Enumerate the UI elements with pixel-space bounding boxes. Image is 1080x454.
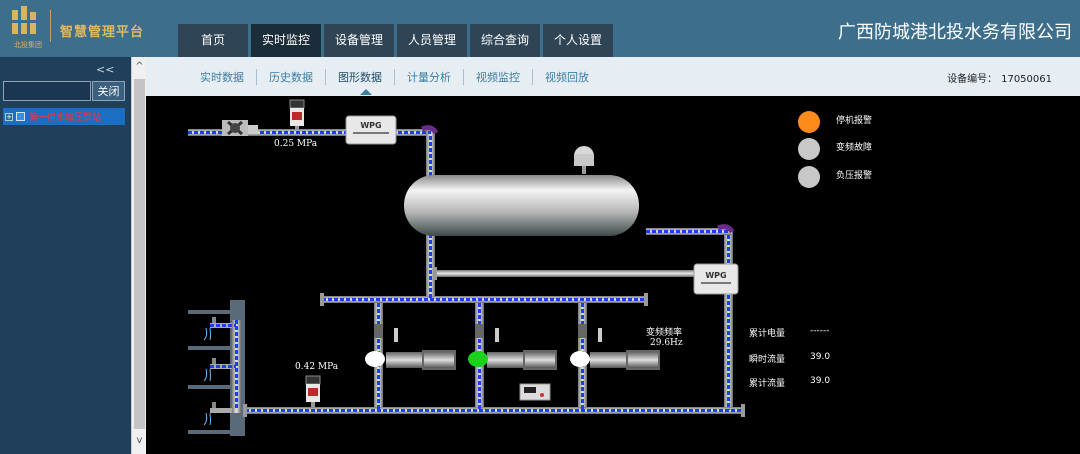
nav-tab-query[interactable]: 综合查询 (470, 24, 540, 57)
active-tab-marker-icon (360, 89, 372, 95)
stat-energy-value: ------ (810, 326, 830, 336)
outlet-pressure-sensor-icon (305, 375, 321, 407)
sub-tab-realtime-data[interactable]: 实时数据 (200, 69, 257, 85)
expand-icon[interactable]: + (5, 112, 13, 121)
device-id: 设备编号：17050061 (947, 70, 1056, 85)
platform-title: 智慧管理平台 (60, 25, 145, 40)
logo-icon (10, 6, 40, 34)
pump-2[interactable] (468, 324, 557, 370)
scrollbar[interactable]: ^ v (131, 57, 146, 454)
sub-tab-metering-analysis[interactable]: 计量分析 (395, 69, 464, 85)
sub-tab-history-data[interactable]: 历史数据 (257, 69, 326, 85)
company-name: 广西防城港北投水务有限公司 (838, 22, 1072, 43)
pump-3-status-icon (570, 351, 590, 367)
legend-shutdown-alarm-icon (798, 111, 820, 133)
pipe-elbow (421, 125, 439, 135)
legend-shutdown-alarm-label: 停机报警 (836, 116, 873, 126)
pipes (188, 129, 743, 414)
flow-lines (188, 131, 743, 412)
stat-total-flow-label: 累计流量 (749, 379, 786, 389)
sidebar: << 关闭 + 第一供水加压泵站 (0, 57, 131, 454)
pump-1-status-icon (365, 351, 385, 367)
device-id-value: 17050061 (1001, 74, 1052, 85)
main-nav: 首页 实时监控 设备管理 人员管理 综合查询 个人设置 (178, 24, 616, 57)
scroll-up-arrow-icon[interactable]: ^ (135, 61, 144, 72)
tree-item-label: 第一供水加压泵站 (29, 113, 102, 123)
stat-instant-flow-label: 瞬时流量 (749, 355, 786, 365)
sub-tab-video-playback[interactable]: 视频回放 (545, 71, 589, 84)
nav-tab-home[interactable]: 首页 (178, 24, 248, 57)
tree-item-station[interactable]: + 第一供水加压泵站 (3, 108, 125, 125)
device-id-label: 设备编号： (947, 74, 998, 85)
flow-controller-box: WPG (345, 115, 397, 145)
legend-negative-pressure-label: 负压报警 (836, 171, 873, 181)
pump-3[interactable] (570, 324, 660, 370)
vfd-frequency-label: 变频频率 (646, 328, 683, 338)
process-schematic: WPG WPG (188, 99, 820, 436)
scroll-down-arrow-icon[interactable]: v (136, 435, 143, 446)
sub-tab-graph-data[interactable]: 图形数据 (326, 69, 395, 85)
inlet-pressure-sensor-icon (289, 99, 305, 130)
sub-nav: 实时数据 历史数据 图形数据 计量分析 视频监控 视频回放 设备编号：17050… (146, 57, 1080, 96)
nav-tab-realtime-monitor[interactable]: 实时监控 (251, 24, 321, 57)
station-icon (16, 112, 25, 121)
legend-vfd-fault-label: 变频故障 (836, 143, 873, 153)
inlet-valve-icon (222, 120, 258, 136)
legend-negative-pressure-icon (798, 166, 820, 188)
header-bar: 北投集团 智慧管理平台 首页 实时监控 设备管理 人员管理 综合查询 个人设置 … (0, 0, 1080, 57)
pump-station-diagram: WPG WPG (146, 96, 1080, 454)
collapse-sidebar-button[interactable]: << (96, 63, 115, 76)
pressure-tank (404, 175, 639, 236)
pipe-elbow (717, 224, 735, 234)
sub-nav-tabs: 实时数据 历史数据 图形数据 计量分析 视频监控 视频回放 (200, 69, 601, 85)
svg-text:WPG: WPG (705, 271, 726, 280)
stat-instant-flow-value: 39.0 (810, 352, 831, 362)
vfd-control-cabinet: WPG (693, 263, 739, 295)
pump-2-status-icon (468, 351, 488, 367)
water-taps (203, 317, 234, 426)
vfd-frequency-value: 29.6Hz (650, 338, 683, 348)
flow-meter-icon (519, 383, 551, 401)
nav-tab-device-management[interactable]: 设备管理 (324, 24, 394, 57)
stat-energy-label: 累计电量 (749, 329, 786, 339)
legend-vfd-fault-icon (798, 138, 820, 160)
outlet-pressure-value: 0.42 MPa (295, 362, 339, 372)
scroll-thumb[interactable] (134, 79, 145, 429)
nav-tab-personnel-management[interactable]: 人员管理 (397, 24, 467, 57)
logo-divider (50, 10, 51, 42)
sub-tab-video-monitor[interactable]: 视频监控 (464, 69, 533, 85)
logo-subtitle: 北投集团 (14, 41, 42, 49)
expansion-vessel-icon (574, 146, 594, 174)
close-button[interactable]: 关闭 (92, 81, 125, 101)
pump-1[interactable] (365, 324, 456, 370)
nav-tab-personal-settings[interactable]: 个人设置 (543, 24, 613, 57)
search-input[interactable] (3, 81, 91, 101)
inlet-pressure-value: 0.25 MPa (274, 139, 318, 149)
svg-text:WPG: WPG (360, 121, 381, 130)
stat-total-flow-value: 39.0 (810, 376, 831, 386)
